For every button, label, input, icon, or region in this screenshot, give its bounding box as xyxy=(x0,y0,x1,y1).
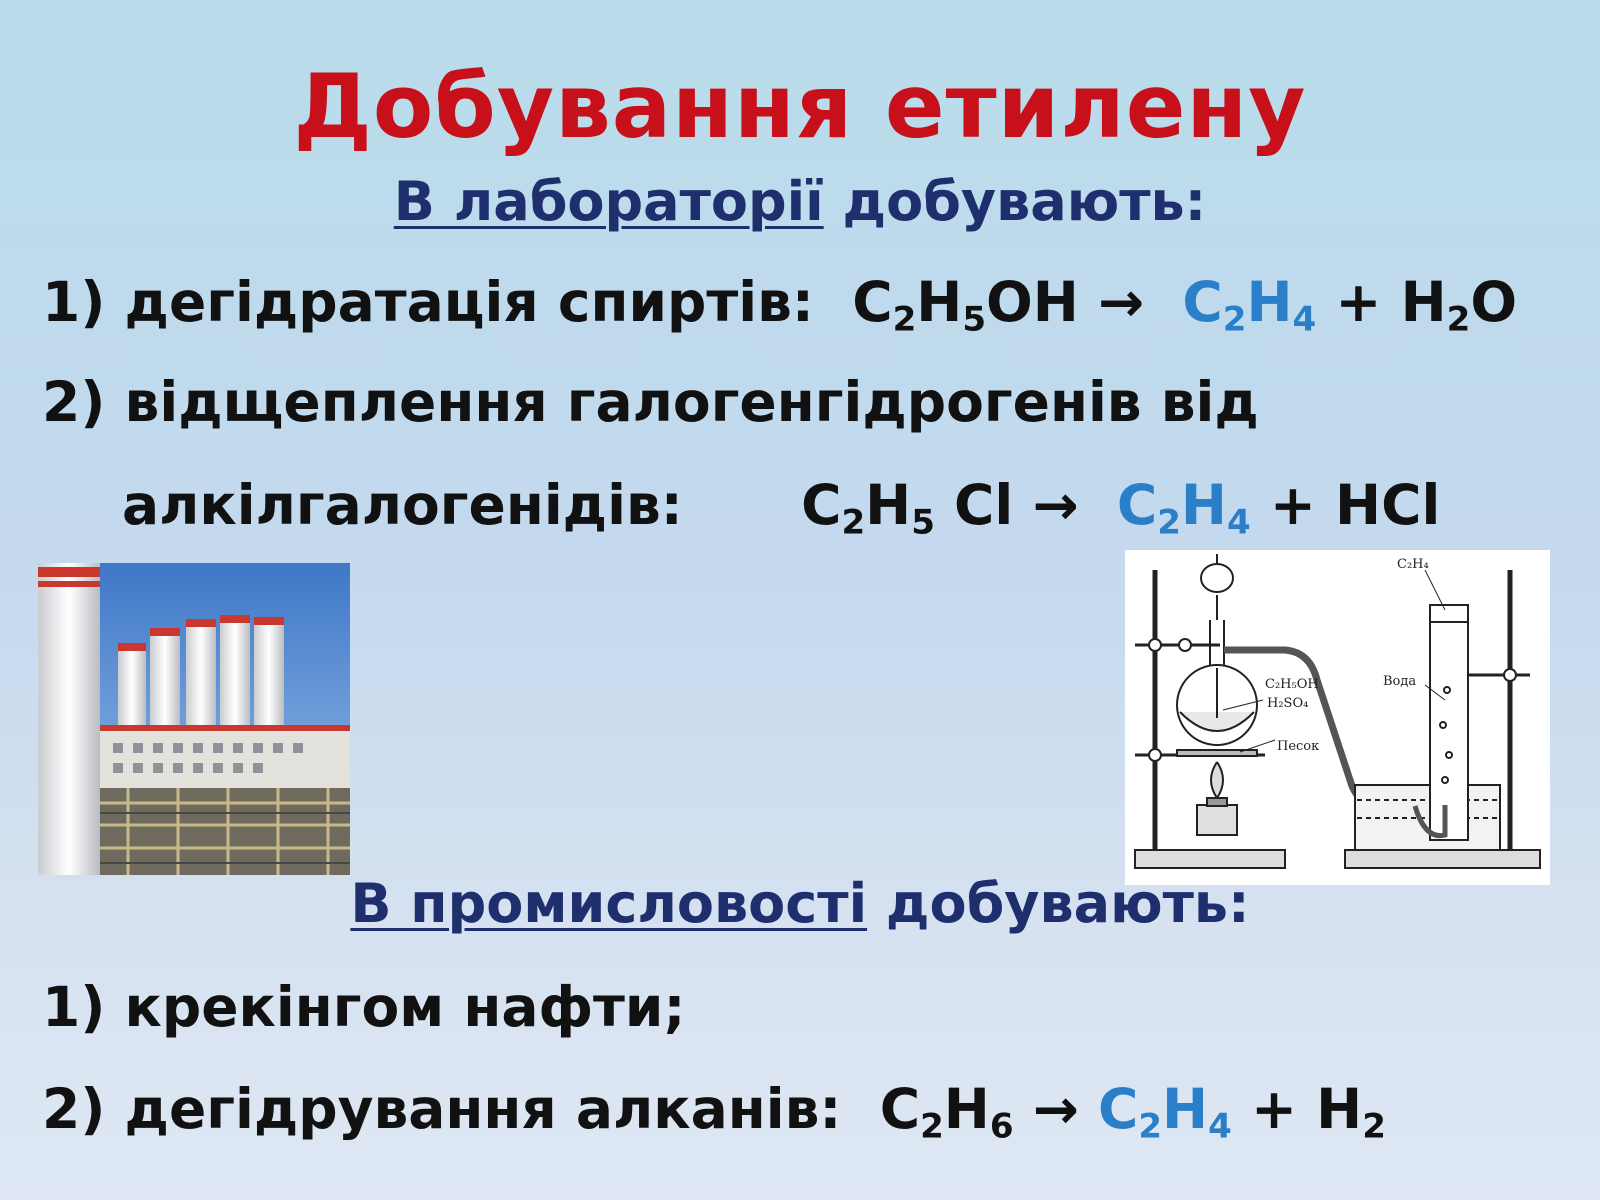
slide-title: Добування етилену xyxy=(293,55,1307,158)
lab-apparatus-diagram: C₂H₄ Вода C₂H₅OH H₂SO₄ Песок xyxy=(1125,550,1550,885)
label-gas: C₂H₄ xyxy=(1397,557,1429,572)
lab-item-2-product: C2H4 xyxy=(1116,473,1251,543)
industry-item-2: 2) дегідрування алканів: C2H6 → C2H4 + H… xyxy=(42,1077,1386,1147)
lab-item-1-reactant: C2H5OH xyxy=(852,270,1079,340)
industry-item-2-label: 2) дегідрування алканів: xyxy=(42,1077,842,1141)
label-reagent-1: C₂H₅OH xyxy=(1265,677,1319,692)
lab-heading-rest: добувають: xyxy=(842,170,1207,233)
lab-item-1-byproduct: + H2O xyxy=(1335,270,1518,340)
lab-item-2-line1: 2) відщеплення галогенгідрогенів від xyxy=(42,370,1259,434)
lab-heading-underlined: В лабораторії xyxy=(393,170,824,233)
industry-heading: В промисловості добувають: xyxy=(0,872,1600,935)
label-sand: Песок xyxy=(1277,739,1319,754)
industry-item-2-reactant: C2H6 xyxy=(879,1077,1014,1147)
industry-heading-underlined: В промисловості xyxy=(350,872,868,935)
reaction-arrow: → xyxy=(1097,270,1145,334)
lab-item-2-byproduct: + HCl xyxy=(1269,473,1441,537)
lab-item-2-reactant: C2H5 Cl xyxy=(801,473,1014,543)
industry-item-1: 1) крекінгом нафти; xyxy=(42,975,686,1039)
lab-item-1: 1) дегідратація спиртів: C2H5OH → C2H4 +… xyxy=(42,270,1518,340)
lab-item-1-label: 1) дегідратація спиртів: xyxy=(42,270,814,334)
reaction-arrow: → xyxy=(1032,473,1079,537)
label-water: Вода xyxy=(1383,674,1416,689)
lab-item-1-product: C2H4 xyxy=(1182,270,1317,340)
lab-heading: В лабораторії добувають: xyxy=(0,170,1600,233)
industry-item-2-product: C2H4 xyxy=(1097,1077,1232,1147)
reaction-arrow: → xyxy=(1032,1077,1079,1141)
label-reagent-2: H₂SO₄ xyxy=(1267,696,1308,711)
industry-item-2-byproduct: + H2 xyxy=(1250,1077,1386,1147)
lab-item-2-line2: алкілгалогенідів: C2H5 Cl → C2H4 + HCl xyxy=(122,473,1441,543)
industry-heading-rest: добувають: xyxy=(885,872,1250,935)
lab-item-2-label: алкілгалогенідів: xyxy=(122,473,683,537)
industrial-plant-photo xyxy=(38,563,350,875)
